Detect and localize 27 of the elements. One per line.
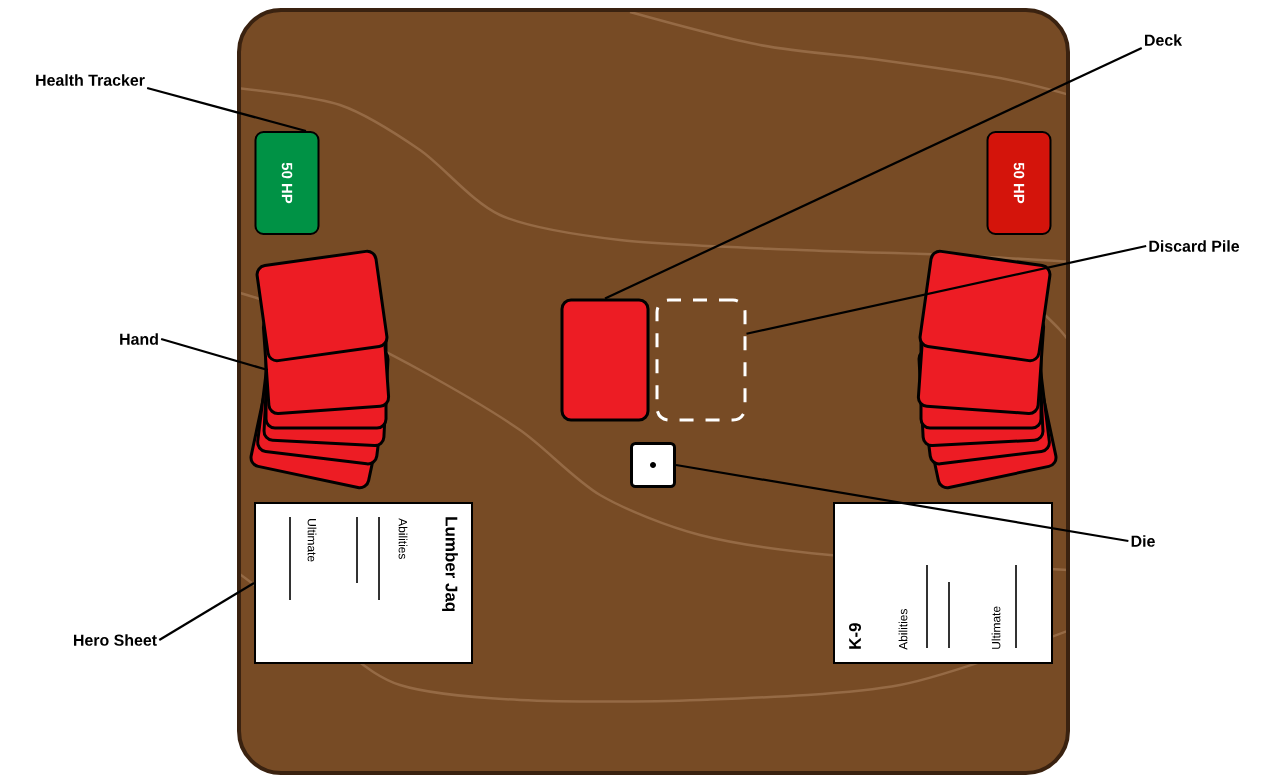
discard-slot (655, 298, 747, 422)
deck-card (560, 298, 650, 422)
health-tracker: 50 HP (254, 131, 320, 235)
leader-line (604, 47, 1143, 300)
section-heading: Ultimate (307, 519, 317, 562)
hand-drawing (916, 249, 1058, 490)
die (630, 442, 676, 488)
hero-sheet (833, 502, 1053, 664)
leader-line (675, 463, 1129, 543)
hero-sheet (254, 502, 473, 664)
section-heading: Abilities (898, 609, 908, 650)
leader-line (146, 87, 307, 133)
section-heading: Abilities (398, 518, 408, 559)
callout-label: Health Tracker (36, 74, 145, 86)
callout-label: Hero Sheet (74, 634, 157, 646)
section-heading: Ultimate (991, 606, 1001, 649)
callout-label: Deck (1145, 34, 1183, 46)
callout-label: Die (1131, 535, 1155, 547)
hero-name: Lumber Jaq (442, 517, 458, 612)
hand-drawing (249, 249, 391, 490)
hero-name: K-9 (849, 623, 861, 649)
leader-line (160, 337, 269, 372)
health-tracker: 50 HP (986, 131, 1052, 235)
callout-label: Discard Pile (1149, 240, 1240, 252)
callout-label: Hand (120, 333, 158, 345)
leader-line (158, 582, 255, 641)
leader-line (746, 244, 1147, 335)
